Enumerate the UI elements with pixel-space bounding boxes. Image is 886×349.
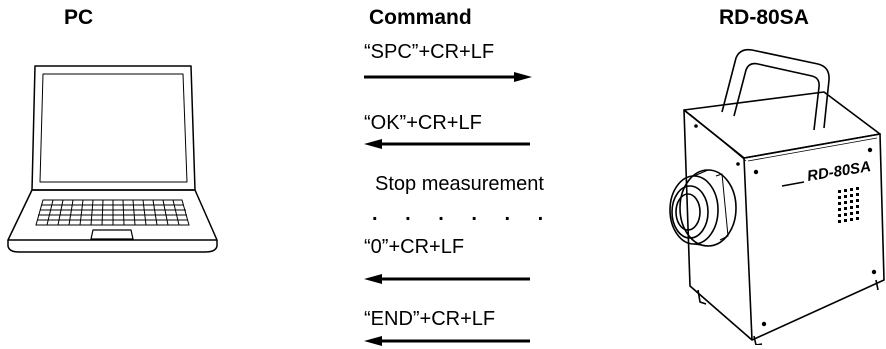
message-spc: “SPC”+CR+LF: [364, 41, 495, 63]
ellipsis: . . . . . .: [372, 203, 555, 225]
arrow-right: [364, 72, 532, 82]
message-zero: “0”+CR+LF: [364, 236, 465, 258]
command-header: Command: [369, 6, 472, 29]
device-label: RD-80SA: [806, 158, 872, 185]
device-header: RD-80SA: [719, 6, 809, 29]
message-ok: “OK”+CR+LF: [364, 112, 482, 134]
arrow-left: [364, 336, 530, 346]
pc-header: PC: [64, 6, 94, 29]
arrow-left: [364, 139, 530, 149]
spectroradiometer-icon: RD-80SA: [669, 48, 885, 345]
stop-measurement-note: Stop measurement: [375, 173, 544, 195]
arrow-left: [364, 274, 530, 284]
laptop-icon: [7, 65, 218, 253]
message-end: “END”+CR+LF: [364, 308, 496, 330]
